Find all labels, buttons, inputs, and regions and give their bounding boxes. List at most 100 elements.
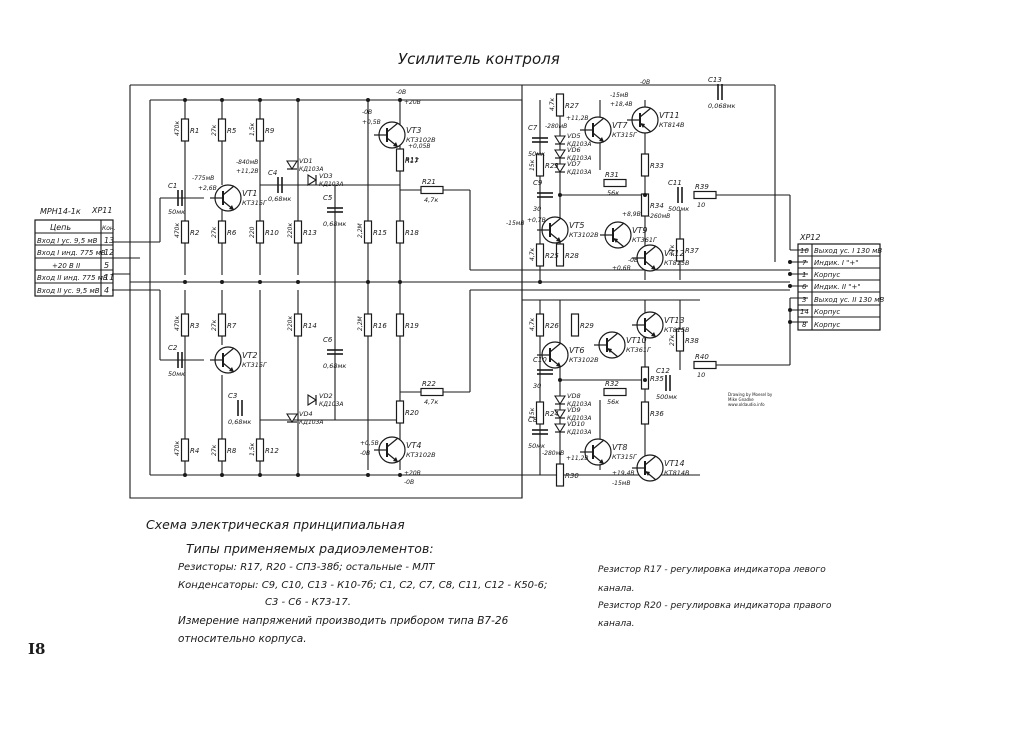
transistor-ref: VT12 [664, 249, 685, 258]
resistor-value: 27к [211, 226, 218, 238]
resistor-value: 4,7к [424, 398, 438, 406]
diode-ref: VD1 [299, 157, 313, 165]
voltage-annotation: +0,5В [362, 119, 381, 126]
diode-vd10 [554, 423, 566, 433]
junction-dot [366, 473, 370, 477]
junction-dot [296, 473, 300, 477]
resistor-r21 [420, 185, 444, 195]
resistor-value: 4,7к [549, 97, 556, 111]
resistor-r32 [603, 387, 627, 397]
transistor-ref: VT11 [659, 111, 680, 120]
capacitor-value: 50мк [528, 442, 545, 450]
transistor-ref: VT6 [569, 346, 584, 355]
transistor-ref: VT1 [242, 189, 257, 198]
capacitors-note: Конденсаторы: С9, С10, С13 - К10-7б; С1,… [178, 580, 548, 591]
diode-ref: VD3 [319, 172, 333, 180]
capacitor-value: 0,68мк [323, 220, 346, 228]
resistor-r1 [180, 118, 190, 142]
resistor-ref: R34 [650, 202, 664, 210]
transistor-type: КТ814В [659, 121, 685, 129]
transistor-type: КТ815В [664, 259, 690, 267]
diode-vd3 [307, 174, 317, 186]
capacitor-ref: C10 [533, 356, 547, 364]
junction-dot [788, 260, 792, 264]
capacitor-value: 500мк [668, 205, 689, 213]
capacitor-ref: C7 [528, 124, 538, 132]
voltage-annotation: -260мВ [648, 213, 670, 220]
diode-ref: VD6 [567, 146, 581, 154]
resistor-r14 [293, 313, 303, 337]
resistor-r18 [395, 220, 405, 244]
transistor-type: КТ3102В [406, 136, 436, 144]
resistor-ref: R2 [190, 229, 200, 237]
voltage-annotation: -15мВ [610, 92, 628, 99]
resistor-r4 [180, 438, 190, 462]
diode-type: КД103А [567, 429, 592, 436]
voltage-annotation: -775мВ [192, 175, 214, 182]
junction-dot [296, 280, 300, 284]
resistor-value: 27к [669, 334, 676, 346]
resistor-ref: R15 [373, 229, 387, 237]
resistor-r8 [217, 438, 227, 462]
resistor-value: 4,7к [529, 247, 536, 261]
diode-vd8 [554, 395, 566, 405]
voltage-annotation: +2,6В [198, 185, 217, 192]
junction-dot [788, 284, 792, 288]
resistor-value: 470к [174, 441, 181, 456]
resistor-ref: R38 [685, 337, 699, 345]
junction-dot [558, 193, 562, 197]
resistor-r13 [293, 220, 303, 244]
resistor-value: 27к [211, 319, 218, 331]
transistor-vt6 [536, 341, 569, 369]
resistor-r25 [535, 243, 545, 267]
resistor-ref: R17 [405, 157, 419, 165]
resistor-value: 1,5к [249, 442, 256, 456]
resistor-ref: R5 [227, 127, 237, 135]
capacitor-ref: C2 [168, 344, 178, 352]
capacitor-value: 0,68мк [268, 195, 291, 203]
resistor-r2 [180, 220, 190, 244]
resistor-value: 4,7к [424, 196, 438, 204]
capacitor-value: 50мк [168, 370, 185, 378]
transistor-ref: VT5 [569, 221, 584, 230]
voltage-annotation: +11,2В [236, 168, 259, 175]
resistor-r27 [555, 93, 565, 117]
resistor-ref: R3 [190, 322, 199, 330]
transistor-vt14 [631, 454, 664, 482]
junction-dot [258, 473, 262, 477]
voltage-annotation: -0В [362, 109, 372, 116]
resistor-ref: R30 [565, 472, 579, 480]
capacitor-ref: C3 [228, 392, 237, 400]
capacitor-value: 50мк [528, 150, 545, 158]
voltage-annotation: -0В [360, 450, 370, 457]
diode-vd2 [307, 394, 317, 406]
measurement-note: Измерение напряжений производить приборо… [178, 615, 509, 627]
resistor-value: 220к [287, 316, 294, 331]
resistor-r6 [217, 220, 227, 244]
resistor-value: 10 [697, 201, 705, 209]
resistor-ref: R32 [605, 380, 619, 388]
resistor-ref: R35 [650, 375, 664, 383]
junction-dot [366, 280, 370, 284]
resistors-note: Резисторы: R17, R20 - СП3-38б; остальные… [178, 562, 435, 573]
diode-ref: VD2 [319, 392, 333, 400]
diode-vd1 [286, 160, 298, 170]
capacitor-ref: C12 [656, 367, 670, 375]
diode-type: КД103А [299, 419, 324, 426]
voltage-annotation: -15мВ [612, 480, 630, 487]
resistor-value: 2,2М [357, 222, 364, 238]
voltage-annotation: +0,6В [612, 265, 631, 272]
resistor-value: 56к [607, 398, 619, 406]
resistor-r20 [395, 400, 405, 424]
resistor-ref: R9 [265, 127, 275, 135]
voltage-annotation: -280мВ [542, 450, 564, 457]
component-types-heading: Типы применяемых радиоэлементов: [186, 541, 434, 556]
junction-dot [366, 98, 370, 102]
junction-dot [258, 98, 262, 102]
junction-dot [183, 280, 187, 284]
junction-dot [220, 98, 224, 102]
resistor-r7 [217, 313, 227, 337]
transistor-ref: VT4 [406, 441, 421, 450]
resistor-ref: R37 [685, 247, 699, 255]
